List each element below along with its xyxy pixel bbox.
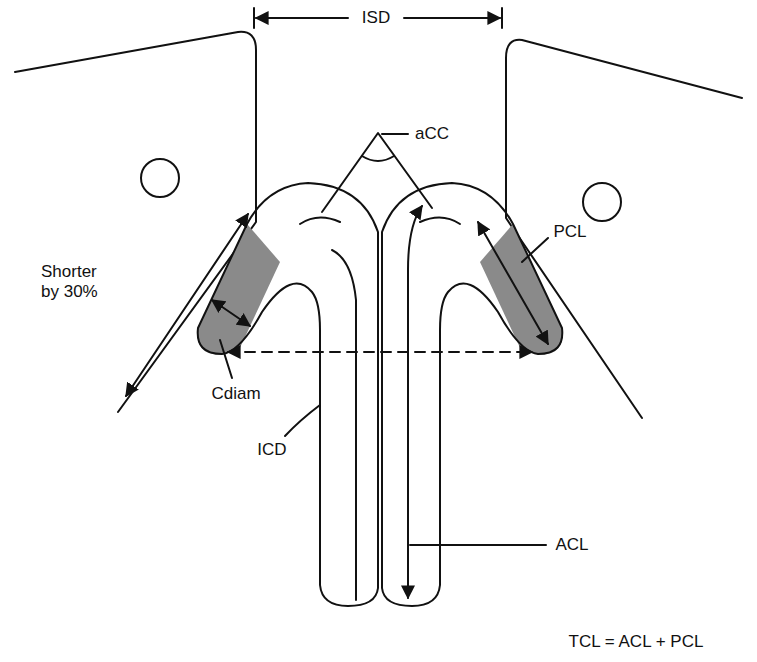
left-inner-contour bbox=[300, 217, 356, 600]
cdiam-leader bbox=[220, 340, 232, 378]
isd-tick-right bbox=[501, 8, 503, 28]
angle-label: aCC bbox=[413, 124, 451, 144]
pcl-leader bbox=[522, 238, 548, 262]
dimension-label: ISD bbox=[360, 8, 392, 28]
acc-leader bbox=[382, 133, 408, 135]
part-label: ACL bbox=[553, 535, 590, 555]
dimension-label: Cdiam bbox=[209, 384, 262, 404]
acc-angle bbox=[322, 133, 432, 212]
right-foramen bbox=[583, 183, 621, 221]
isd-tick-left bbox=[253, 8, 255, 28]
dimension-label: ICD bbox=[255, 440, 288, 460]
acc-arc bbox=[362, 156, 394, 161]
right-inner-contour bbox=[420, 217, 460, 224]
acl-arrow bbox=[408, 206, 422, 598]
cdiam-arrow bbox=[212, 300, 250, 326]
shorter-arrow bbox=[126, 214, 248, 396]
acl-leader bbox=[410, 544, 546, 546]
icd-arrow bbox=[228, 351, 532, 353]
right-half-outline bbox=[382, 183, 562, 606]
formula-label: TCL = ACL + PCL bbox=[567, 632, 706, 652]
left-foramen bbox=[141, 159, 179, 197]
isd-line-left bbox=[256, 17, 348, 19]
part-label: PCL bbox=[551, 222, 588, 242]
left-wall bbox=[15, 32, 256, 412]
pcl-arrow bbox=[478, 222, 548, 344]
right-wall bbox=[506, 40, 742, 418]
isd-line-right bbox=[404, 17, 500, 19]
icd-leader bbox=[285, 405, 320, 436]
left-half-outline bbox=[198, 183, 378, 606]
dimension-label: Shorter by 30% bbox=[39, 262, 105, 301]
